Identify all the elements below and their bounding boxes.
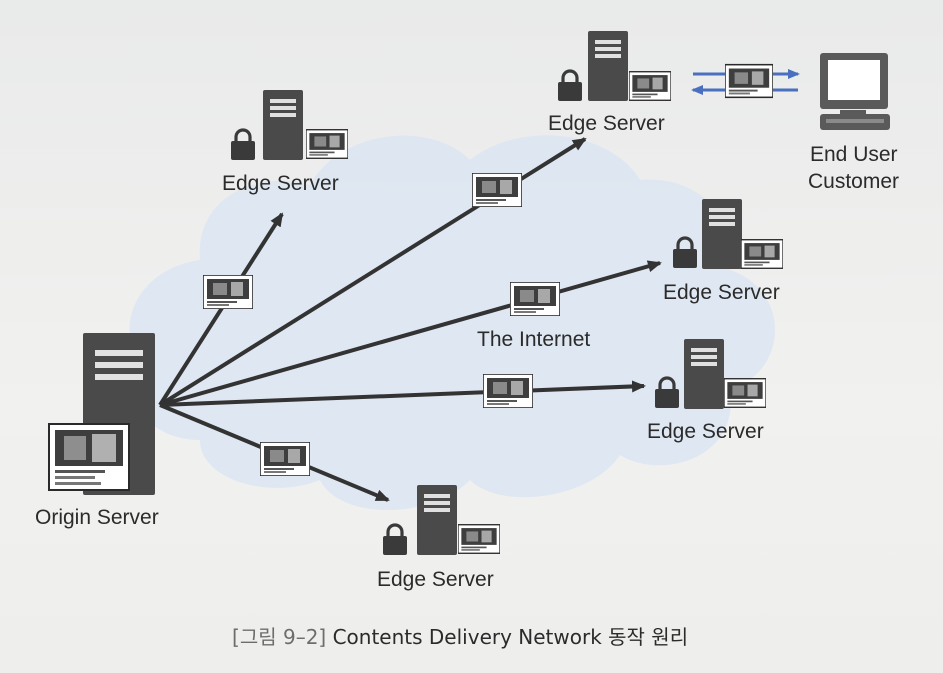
content-thumbnail-icon (260, 442, 310, 476)
edge-server-top-left (229, 90, 348, 161)
content-monitor-icon (48, 423, 130, 491)
caption-figure-number: 그림 9–2 (239, 625, 319, 649)
content-thumbnail-icon (725, 63, 773, 99)
content-thumbnail-icon (483, 374, 533, 408)
server-icon (263, 90, 303, 160)
content-thumbnail-icon (472, 173, 522, 207)
edge-server-right-lower-label: Edge Server (647, 420, 764, 443)
caption-bracket-open: [ (232, 625, 240, 649)
server-icon (702, 199, 742, 269)
origin-server-label: Origin Server (35, 506, 159, 529)
server-icon (588, 31, 628, 101)
arrow-to-edge-top-left (158, 212, 284, 407)
lock-icon (229, 128, 257, 161)
content-thumbnail-icon (510, 282, 560, 316)
internet-label: The Internet (477, 328, 591, 351)
edge-server-top-right-label: Edge Server (548, 112, 665, 135)
computer-icon (820, 53, 890, 130)
caption-text: Contents Delivery Network 동작 원리 (326, 625, 689, 649)
content-thumbnail-icon (458, 523, 500, 555)
content-thumbnail-icon (724, 377, 766, 409)
server-icon (417, 485, 457, 555)
server-icon (684, 339, 724, 409)
figure-caption: [그림 9–2] Contents Delivery Network 동작 원리 (232, 621, 688, 650)
edge-server-top-left-label: Edge Server (222, 172, 339, 195)
content-thumbnail-icon (629, 70, 671, 102)
lock-icon (556, 69, 584, 102)
content-thumbnail-icon (741, 238, 783, 270)
arrow-to-edge-right-lower (159, 380, 646, 407)
arrow-to-edge-right-upper (159, 260, 662, 407)
edge-server-top-right (556, 31, 671, 102)
content-thumbnail-icon (306, 128, 348, 160)
caption-bracket-close: ] (318, 625, 327, 649)
edge-server-right-upper-label: Edge Server (663, 281, 780, 304)
end-user-label: End User (810, 143, 898, 166)
origin-server (48, 333, 155, 495)
lock-icon (381, 523, 409, 556)
edge-server-bottom-label: Edge Server (377, 568, 494, 591)
content-thumbnail-icon (203, 275, 253, 309)
customer-label: Customer (808, 170, 900, 193)
